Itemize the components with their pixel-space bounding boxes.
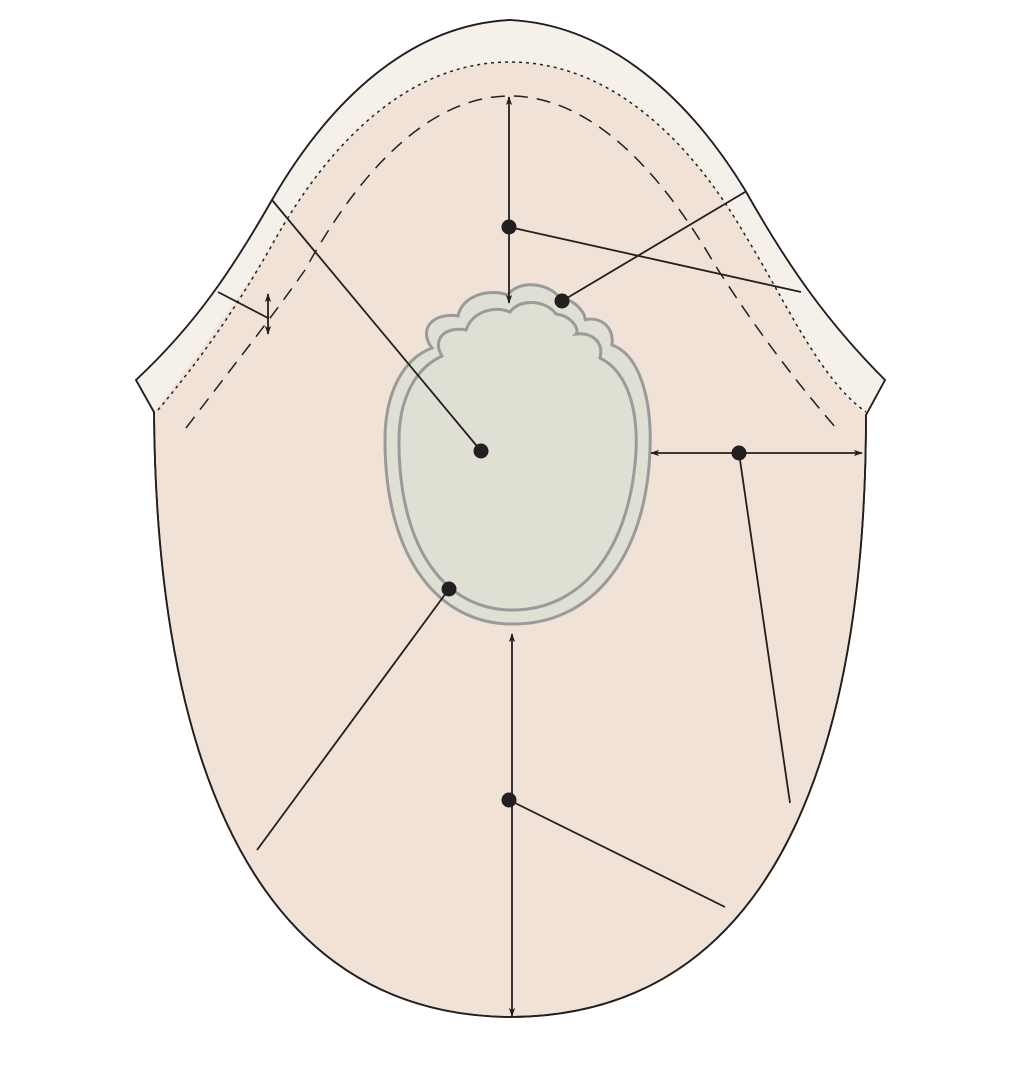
dot-marker — [731, 445, 747, 461]
leader-line — [271, 199, 482, 452]
leader-line — [508, 799, 726, 908]
dot-marker — [473, 443, 489, 459]
dot-markers — [441, 219, 747, 808]
leader-line — [508, 226, 802, 293]
leader-line — [217, 291, 269, 319]
dotted-margin-line — [157, 61, 867, 413]
leader-lines — [217, 191, 802, 908]
leader-line — [256, 588, 450, 851]
leader-line — [561, 191, 746, 302]
dot-marker — [441, 581, 457, 597]
dot-marker — [501, 792, 517, 808]
outer-outline — [134, 19, 887, 1018]
dot-marker — [501, 219, 517, 235]
center-outer-ring — [383, 283, 652, 626]
leader-line — [738, 452, 791, 804]
dot-marker — [554, 293, 570, 309]
center-inner-ring — [397, 301, 638, 612]
measurement-arrows — [264, 96, 863, 1017]
